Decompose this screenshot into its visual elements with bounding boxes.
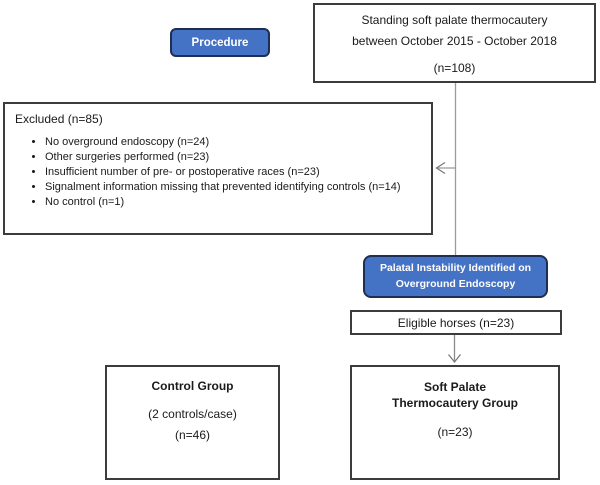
arrowhead-left-icon	[435, 161, 446, 175]
enrollment-line1: Standing soft palate thermocautery	[361, 13, 548, 27]
procedure-label-node: Procedure	[170, 28, 270, 57]
palatal-line2: Overground Endoscopy	[395, 277, 516, 290]
control-group-count: (n=46)	[174, 428, 211, 442]
enrollment-count: (n=108)	[433, 61, 476, 75]
excluded-bullet: Signalment information missing that prev…	[45, 181, 421, 194]
excluded-title: Excluded (n=85)	[15, 112, 103, 126]
enrollment-box: Standing soft palate thermocautery betwe…	[313, 3, 596, 83]
control-group-detail: (2 controls/case)	[148, 407, 237, 421]
control-group-title: Control Group	[151, 379, 234, 393]
excluded-bullet: No control (n=1)	[45, 196, 421, 209]
excluded-bullet: Other surgeries performed (n=23)	[45, 151, 421, 164]
excluded-bullet: Insufficient number of pre- or postopera…	[45, 166, 421, 179]
control-group-box: Control Group (2 controls/case) (n=46)	[105, 365, 280, 480]
thermocautery-count: (n=23)	[437, 425, 473, 440]
palatal-line1: Palatal Instability Identified on	[379, 262, 532, 275]
thermocautery-group-box: Soft Palate Thermocautery Group (n=23)	[350, 365, 560, 480]
excluded-bullet: No overground endoscopy (n=24)	[45, 136, 421, 149]
thermocautery-title-line1: Soft Palate	[423, 380, 486, 394]
eligible-horses-box: Eligible horses (n=23)	[350, 310, 562, 335]
procedure-label: Procedure	[191, 36, 249, 49]
excluded-bullet-list: No overground endoscopy (n=24) Other sur…	[15, 136, 421, 209]
excluded-box: Excluded (n=85) No overground endoscopy …	[3, 102, 433, 235]
palatal-instability-node: Palatal Instability Identified on Overgr…	[363, 255, 548, 298]
arrowhead-down-icon	[447, 354, 462, 364]
thermocautery-title-line2: Thermocautery Group	[391, 396, 519, 411]
enrollment-line2: between October 2015 - October 2018	[352, 34, 557, 48]
eligible-label: Eligible horses (n=23)	[397, 315, 515, 330]
